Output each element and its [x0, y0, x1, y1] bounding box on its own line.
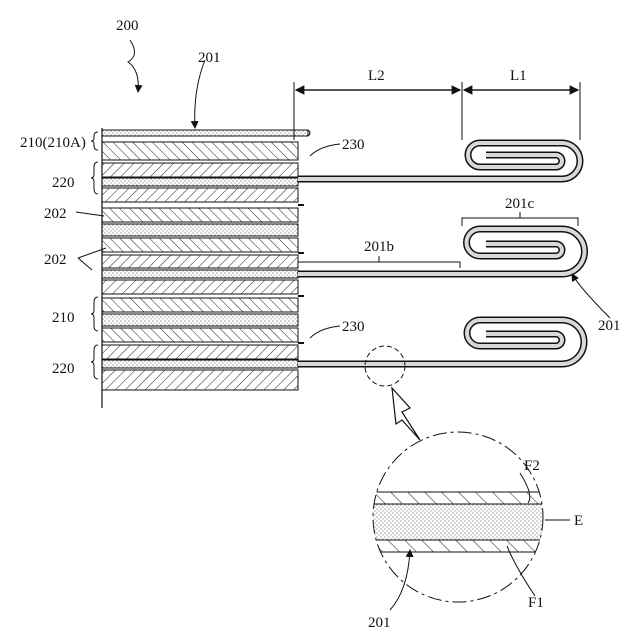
label-201-right: 201	[598, 318, 621, 334]
separator-1	[102, 178, 298, 186]
label-F1: F1	[528, 595, 544, 611]
fold-outer-2	[298, 229, 585, 274]
label-202-a: 202	[44, 206, 67, 222]
dimension-lines	[294, 82, 580, 140]
layer-220-lower-a	[102, 345, 298, 359]
layer-220-upper-a	[102, 163, 298, 177]
separator-top	[102, 130, 308, 136]
layer-210-3	[102, 328, 298, 342]
fold-inner-1	[298, 143, 580, 179]
label-200: 200	[116, 18, 139, 34]
left-braces	[91, 132, 98, 379]
separator-3	[102, 270, 298, 278]
label-202-b: 202	[44, 252, 67, 268]
fold-outer-1	[298, 143, 580, 179]
layer-220-upper-b	[102, 188, 298, 202]
layer-210-1	[102, 298, 298, 312]
fold-inner-3	[298, 320, 584, 364]
label-220-lower: 220	[52, 361, 75, 377]
folded-separator-3	[298, 320, 584, 364]
label-201-bottom: 201	[368, 615, 391, 631]
folded-separator-1	[298, 143, 580, 179]
layer-202b	[102, 280, 298, 294]
label-230-lower: 230	[342, 319, 365, 335]
label-L2: L2	[368, 68, 385, 84]
separator-2	[102, 255, 298, 268]
label-L1: L1	[510, 68, 527, 84]
bracket-201b	[298, 256, 460, 268]
layer-202a-2	[102, 224, 298, 236]
layer-202a-1	[102, 208, 298, 222]
separator-4	[102, 360, 298, 368]
detail-layer-F2	[370, 492, 550, 504]
label-E: E	[574, 513, 583, 529]
fold-outer-3	[298, 320, 584, 364]
label-210-210A: 210(210A)	[20, 135, 86, 151]
callout-arrow	[392, 388, 420, 440]
fold-inner-2	[298, 229, 585, 274]
layer-220-lower-b	[102, 370, 298, 390]
label-230-upper: 230	[342, 137, 365, 153]
label-201c: 201c	[505, 196, 535, 212]
label-220-upper: 220	[52, 175, 75, 191]
detail-layer-E	[370, 504, 550, 540]
detail-layer-F1	[370, 540, 550, 552]
bracket-201c	[462, 212, 578, 226]
electrode-stack	[102, 130, 308, 390]
layer-210-2	[102, 314, 298, 326]
label-201-top: 201	[198, 50, 221, 66]
label-201b: 201b	[364, 239, 394, 255]
layer-202a-3	[102, 238, 298, 252]
label-F2: F2	[524, 458, 540, 474]
layer-210A	[102, 142, 298, 160]
label-210: 210	[52, 310, 75, 326]
folded-separator-2	[298, 229, 585, 274]
